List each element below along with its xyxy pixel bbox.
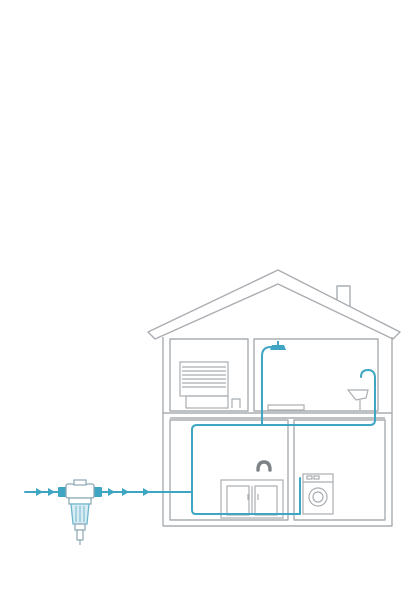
roof-outer bbox=[147, 269, 401, 340]
washing-machine-icon bbox=[302, 473, 334, 515]
upper-right-room bbox=[253, 338, 379, 412]
upper-left-room bbox=[169, 338, 249, 412]
shower-icon bbox=[270, 341, 286, 350]
house-walls bbox=[162, 337, 393, 527]
house-outline-icon bbox=[147, 269, 401, 527]
cabinet-icon bbox=[220, 479, 284, 519]
shower-branch bbox=[261, 346, 277, 426]
lower-left-room bbox=[169, 419, 289, 521]
bathtub-icon bbox=[267, 389, 369, 411]
chimney bbox=[336, 285, 351, 306]
house-riser bbox=[191, 424, 289, 493]
bed-icon bbox=[179, 361, 241, 409]
water-filter-icon bbox=[58, 479, 102, 545]
bath-branch bbox=[287, 369, 376, 426]
lower-right-room bbox=[293, 419, 386, 521]
lower-pipe bbox=[191, 477, 301, 515]
kitchen-sink-icon bbox=[256, 460, 272, 472]
pipe-flow-arrow-icon bbox=[36, 488, 150, 496]
